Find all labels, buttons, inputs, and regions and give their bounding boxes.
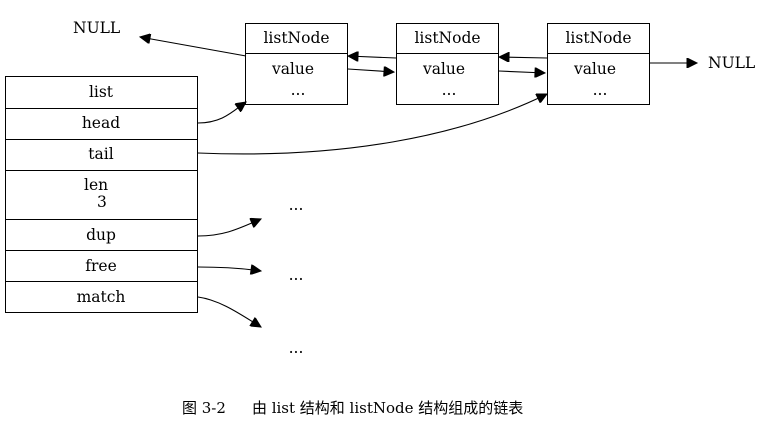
match-target-ellipsis: ...	[289, 339, 304, 357]
arrow-node1-prev-null	[140, 37, 247, 57]
list-struct-header: list	[89, 83, 114, 101]
list-field-len-value: 3	[97, 193, 107, 211]
list-node-more: ...	[593, 81, 608, 99]
list-node-3: listNode value ...	[547, 23, 650, 105]
free-target-ellipsis: ...	[289, 266, 304, 284]
dup-target-ellipsis: ...	[289, 196, 304, 214]
list-node-header: listNode	[565, 29, 631, 47]
list-field-dup: dup	[86, 226, 116, 244]
arrow-node1-next	[347, 69, 394, 72]
list-node-frame	[547, 23, 650, 105]
figure-caption: 图 3-2 由 list 结构和 listNode 结构组成的链表	[182, 399, 523, 417]
list-node-value: value	[271, 60, 314, 78]
list-node-value: value	[573, 60, 616, 78]
null-label-right: NULL	[708, 54, 755, 72]
list-node-2: listNode value ...	[396, 23, 499, 105]
arrow-head	[197, 102, 246, 124]
null-label-left: NULL	[73, 19, 120, 37]
arrow-tail	[197, 94, 547, 155]
list-field-len: len	[84, 176, 108, 194]
list-node-frame	[245, 23, 348, 105]
list-node-header: listNode	[263, 29, 329, 47]
caption-figure-number: 图 3-2	[182, 399, 226, 417]
list-node-more: ...	[291, 81, 306, 99]
list-field-match: match	[77, 288, 126, 306]
arrow-node2-next	[498, 71, 545, 73]
list-node-frame	[396, 23, 499, 105]
caption-text: 由 list 结构和 listNode 结构组成的链表	[252, 399, 523, 417]
arrow-dup	[197, 219, 261, 237]
arrow-node3-prev	[499, 57, 548, 58]
arrow-match	[197, 296, 261, 327]
list-struct-frame	[5, 76, 198, 313]
list-field-tail: tail	[88, 145, 113, 163]
arrow-node2-prev	[348, 56, 397, 58]
list-field-head: head	[82, 114, 120, 132]
list-field-free: free	[85, 257, 117, 275]
list-node-more: ...	[442, 81, 457, 99]
list-node-header: listNode	[414, 29, 480, 47]
arrow-free	[197, 267, 261, 271]
list-node-value: value	[422, 60, 465, 78]
list-node-1: listNode value ...	[245, 23, 348, 105]
list-struct: list head tail len 3 dup free match	[5, 76, 198, 313]
